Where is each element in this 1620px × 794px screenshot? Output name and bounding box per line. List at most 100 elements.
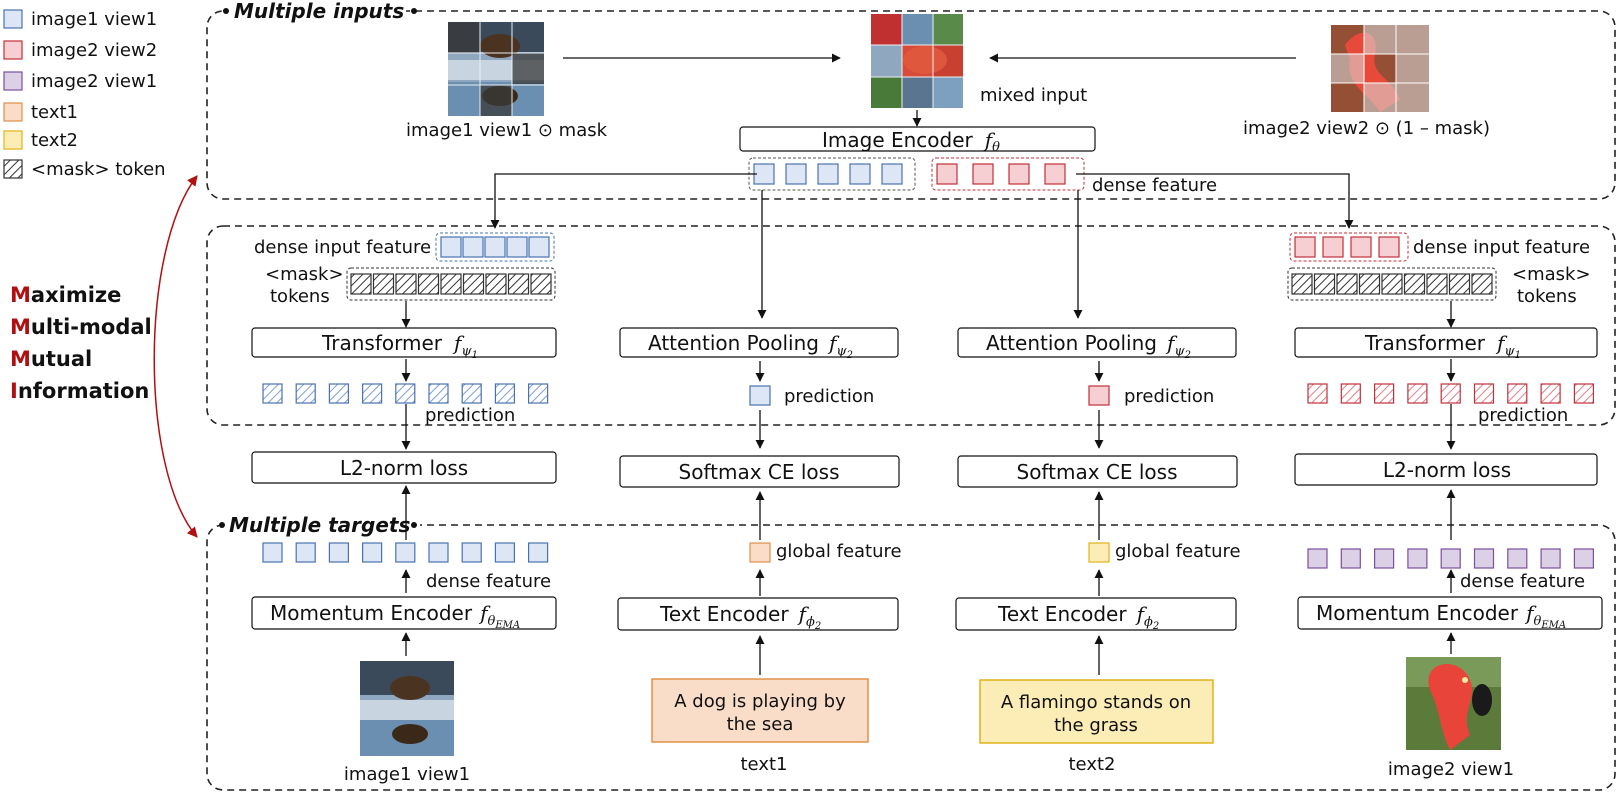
prediction-token xyxy=(494,383,515,404)
mid-right-pooling-box xyxy=(957,327,1237,358)
mutual-information-arrow xyxy=(153,175,198,538)
target-token xyxy=(494,542,515,563)
legend-label: <mask> token xyxy=(31,159,166,180)
target-token xyxy=(461,542,482,563)
dense-token xyxy=(785,163,807,185)
inputs-section-frame xyxy=(206,10,1616,200)
targets-title-bg xyxy=(220,512,420,538)
legend-swatch xyxy=(3,71,23,91)
left-loss-box xyxy=(251,451,557,484)
right-mask-label-1: <mask> xyxy=(1512,264,1591,285)
prediction-token xyxy=(1540,383,1561,404)
targets-section-title: Multiple targets xyxy=(229,513,410,537)
left-loss-label: L2-norm loss xyxy=(340,456,468,480)
right-dense-feature-label: dense feature xyxy=(1460,571,1585,592)
targets-section-frame xyxy=(206,524,1616,791)
mask-token xyxy=(1403,273,1426,295)
legend-label: image1 view1 xyxy=(31,9,157,30)
prediction-token xyxy=(461,383,482,404)
dense-input-token xyxy=(1294,236,1316,258)
target-token xyxy=(1340,548,1361,569)
legend-item-image1-view1: image1 view1 xyxy=(3,9,157,30)
targets-title-dot xyxy=(411,522,417,528)
text1-line-2: the sea xyxy=(727,714,794,735)
mid-right-global-token xyxy=(1088,542,1110,563)
mask-token xyxy=(1313,273,1336,295)
left-prediction-label: prediction xyxy=(425,405,515,426)
mid-right-text-encoder-box xyxy=(955,597,1237,631)
target-token xyxy=(328,542,349,563)
legend-item-mask-token: <mask> token xyxy=(3,159,166,180)
right-loss-label: L2-norm loss xyxy=(1383,458,1511,482)
mask-token xyxy=(1336,273,1358,295)
prediction-token xyxy=(1507,383,1528,404)
dense-input-token xyxy=(1322,236,1344,258)
mask-token xyxy=(1426,273,1448,295)
right-prediction-tokens xyxy=(1307,383,1595,404)
legend-label: text1 xyxy=(31,102,78,123)
mask-token xyxy=(462,273,485,295)
left-target-dense-feature xyxy=(262,542,549,563)
dense-token xyxy=(817,163,839,185)
target-token xyxy=(262,542,283,563)
encoder-section-frame xyxy=(206,225,1616,426)
left-dense-feature-label: dense feature xyxy=(426,571,551,592)
side-title-line: Mutual xyxy=(10,347,92,371)
legend-item-image2-view2: image2 view2 xyxy=(3,40,157,61)
dense-input-token xyxy=(1350,236,1372,258)
right-loss-box xyxy=(1294,453,1598,486)
image1-masked-thumbnail xyxy=(448,22,544,116)
left-dense-input-label: dense input feature xyxy=(254,237,431,258)
side-title-line: Multi-modal xyxy=(10,315,152,339)
dense-input-token xyxy=(1378,236,1400,258)
legend-label: image2 view2 xyxy=(31,40,157,61)
dense-input-token xyxy=(484,236,506,258)
target-token xyxy=(1407,548,1428,569)
target-token xyxy=(295,542,316,563)
mid-left-prediction-token xyxy=(749,385,771,406)
legend-label: image2 view1 xyxy=(31,71,157,92)
dense-input-token xyxy=(462,236,484,258)
mask-token xyxy=(440,273,462,295)
prediction-token xyxy=(328,383,349,404)
target-token xyxy=(1307,548,1328,569)
right-mask-tokens xyxy=(1291,273,1493,295)
mid-right-prediction-label: prediction xyxy=(1124,386,1214,407)
legend-label: text2 xyxy=(31,130,78,151)
image2-view1-thumbnail xyxy=(1406,657,1501,750)
red-dense-to-right-arrow xyxy=(1076,173,1354,229)
text2-box xyxy=(979,679,1214,744)
blue-dense-to-left-arrow xyxy=(490,173,757,229)
prediction-token xyxy=(395,383,416,404)
mid-right-loss-label: Softmax CE loss xyxy=(1017,460,1178,484)
mid-left-pooling-box xyxy=(619,327,899,358)
blue-dense-feature xyxy=(753,163,903,185)
target-token xyxy=(362,542,383,563)
mid-left-loss-label: Softmax CE loss xyxy=(679,460,840,484)
target-token xyxy=(1573,548,1595,569)
prediction-token xyxy=(428,383,449,404)
dense-input-token xyxy=(506,236,528,258)
prediction-token xyxy=(262,383,283,404)
right-dense-input-feature xyxy=(1294,236,1400,258)
mask-token xyxy=(372,273,395,295)
mask-token xyxy=(1448,273,1471,295)
target-token xyxy=(1507,548,1528,569)
target-token xyxy=(1440,548,1461,569)
left-mask-label-1: <mask> xyxy=(265,264,344,285)
prediction-token xyxy=(1440,383,1461,404)
legend-swatch xyxy=(3,102,23,122)
right-transformer-box xyxy=(1294,327,1598,358)
target-token xyxy=(1373,548,1395,569)
text2-line-2: the grass xyxy=(1054,715,1138,736)
prediction-token xyxy=(362,383,383,404)
target-token xyxy=(1540,548,1561,569)
inputs-title-bg xyxy=(226,0,406,24)
mid-left-text-encoder-box xyxy=(617,597,899,631)
